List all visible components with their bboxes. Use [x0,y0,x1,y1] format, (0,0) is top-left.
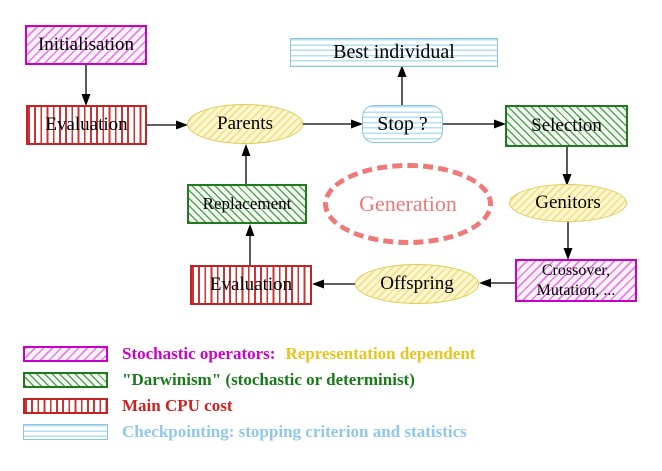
legend-row-stochastic-operators: Stochastic operators: Representation depe… [0,341,662,367]
node-generation-label: Generation [359,191,457,216]
legend-label-stochastic-operators: Stochastic operators: [122,344,276,363]
node-stop: Stop ? [362,105,443,143]
node-offspring-label: Offspring [380,273,454,294]
legend-row-darwinism: "Darwinism" (stochastic or determinist) [0,367,662,393]
node-stop-label: Stop ? [377,112,428,135]
node-evaluation-top: Evaluation [26,105,147,145]
legend-label-darwinism: "Darwinism" (stochastic or determinist) [122,370,415,389]
node-best-individual: Best individual [290,38,498,67]
node-genitors: Genitors [509,184,627,222]
node-best-individual-label: Best individual [333,41,455,63]
legend-label-main-cpu-cost: Main CPU cost [122,396,233,415]
node-evaluation-bottom: Evaluation [190,265,312,305]
legend-swatch-magenta-diagonal-hatch [23,346,108,362]
node-crossover-mutation: Crossover, Mutation, ... [515,259,637,302]
node-generation: Generation [323,163,493,245]
node-evaluation-top-label: Evaluation [45,114,128,135]
legend-label-representation-dependent: Representation dependent [285,344,476,363]
legend-row-checkpointing: Checkpointing: stopping criterion and st… [0,419,662,445]
node-replacement: Replacement [187,184,307,224]
node-crossover-line2: Mutation, ... [536,281,616,299]
legend-swatch-green-diagonal-hatch [23,372,108,388]
node-offspring: Offspring [355,264,479,304]
node-initialisation-label: Initialisation [37,34,135,55]
node-crossover-line1: Crossover, [541,261,611,279]
node-genitors-label: Genitors [535,192,601,213]
legend-swatch-cyan-horizontal-stripes [23,424,108,440]
node-parents: Parents [187,104,303,144]
node-initialisation: Initialisation [25,25,147,65]
legend-row-main-cpu-cost: Main CPU cost [0,393,662,419]
node-selection-label: Selection [531,115,602,136]
node-replacement-label: Replacement [202,194,292,213]
node-parents-label: Parents [217,113,273,134]
node-evaluation-bottom-label: Evaluation [209,274,293,295]
legend-swatch-red-vertical-stripes [23,398,108,414]
node-selection: Selection [505,105,628,147]
legend-label-checkpointing: Checkpointing: stopping criterion and st… [122,422,467,441]
